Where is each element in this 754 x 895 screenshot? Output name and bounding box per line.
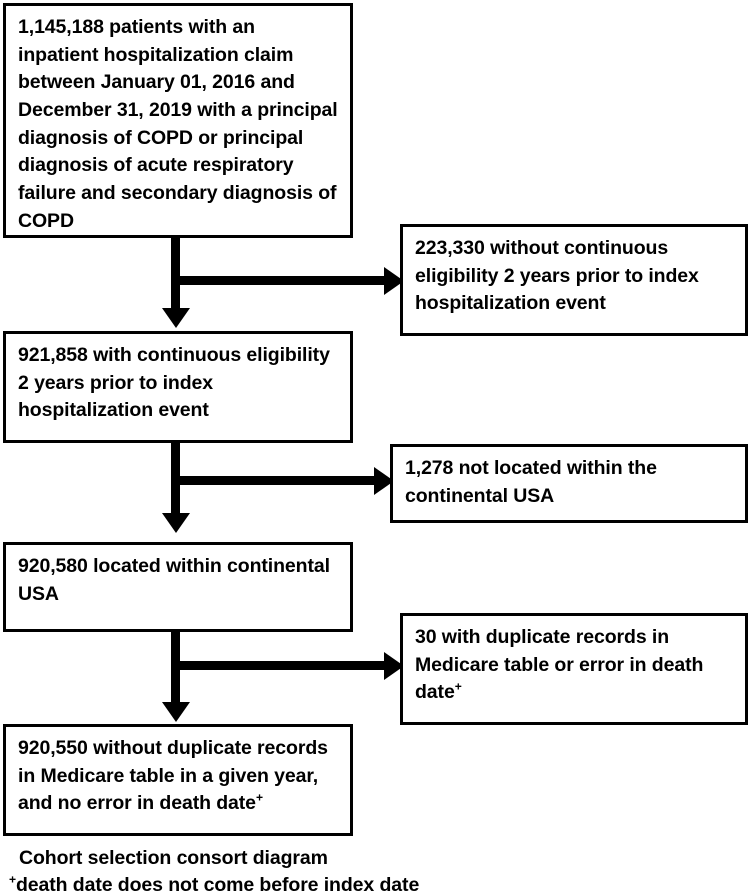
connector-2-right-arrowhead <box>374 466 394 495</box>
caption-footnote-marker: + <box>9 872 16 887</box>
node-cohort-eligibility: 921,858 with continuous eligibility 2 ye… <box>3 331 353 443</box>
node-cohort-final-footnote-marker: + <box>255 790 263 805</box>
node-excluded-duplicates: 30 with duplicate records in Medicare ta… <box>400 613 748 725</box>
connector-2-horizontal-stem <box>171 476 376 485</box>
connector-1-horizontal-stem <box>171 276 386 285</box>
node-excluded-duplicates-footnote-marker: + <box>454 679 462 694</box>
node-cohort-location: 920,580 located within continental USA <box>3 542 353 632</box>
connector-3-right-arrowhead <box>384 651 404 680</box>
connector-2 <box>0 443 754 535</box>
node-excluded-duplicates-body: 30 with duplicate records in Medicare ta… <box>415 626 704 704</box>
diagram-caption: Cohort selection consort diagram +death … <box>0 845 754 895</box>
node-cohort-initial-text: 1,145,188 patients with an inpatient hos… <box>18 16 338 232</box>
node-cohort-initial: 1,145,188 patients with an inpatient hos… <box>3 3 353 238</box>
connector-1-right-arrowhead <box>384 266 404 295</box>
connector-3 <box>0 632 754 724</box>
node-excluded-duplicates-text: 30 with duplicate records in Medicare ta… <box>415 624 735 707</box>
node-excluded-location: 1,278 not located within the continental… <box>390 444 748 523</box>
connector-1-down-arrowhead <box>161 308 190 328</box>
node-cohort-final-body: 920,550 without duplicate records in Med… <box>18 737 328 815</box>
node-cohort-final: 920,550 without duplicate records in Med… <box>3 724 353 836</box>
connector-2-down-arrowhead <box>161 513 190 533</box>
caption-footnote-text: death date does not come before index da… <box>15 873 420 895</box>
node-cohort-final-text: 920,550 without duplicate records in Med… <box>18 735 340 818</box>
node-cohort-location-text: 920,580 located within continental USA <box>18 555 330 605</box>
node-cohort-eligibility-text: 921,858 with continuous eligibility 2 ye… <box>18 344 330 422</box>
connector-3-down-arrowhead <box>161 702 190 722</box>
node-excluded-eligibility: 223,330 without continuous eligibility 2… <box>400 224 748 336</box>
caption-title: Cohort selection consort diagram <box>19 847 328 869</box>
node-excluded-eligibility-text: 223,330 without continuous eligibility 2… <box>415 237 699 315</box>
connector-1 <box>0 238 754 330</box>
caption-footnote: +death date does not come before index d… <box>0 872 754 895</box>
connector-1-vertical-stem <box>171 238 180 310</box>
connector-3-horizontal-stem <box>171 661 386 670</box>
node-excluded-location-text: 1,278 not located within the continental… <box>405 457 657 507</box>
